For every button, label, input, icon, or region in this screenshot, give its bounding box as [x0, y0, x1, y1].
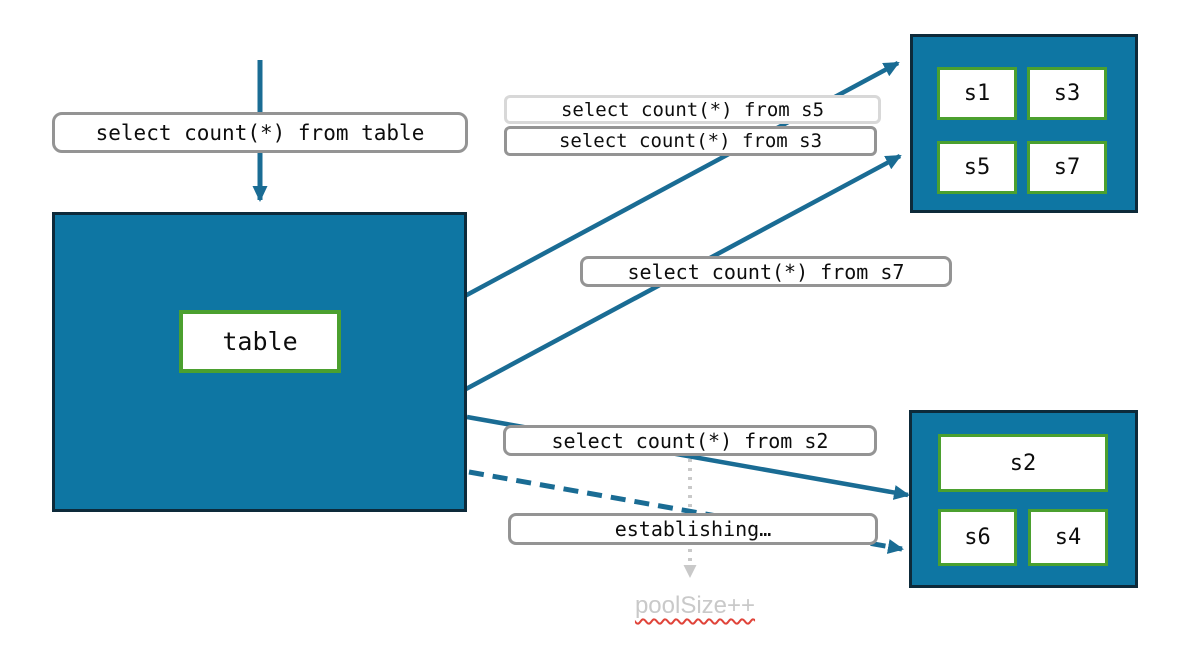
query-label-s3-text: select count(*) from s3: [558, 130, 823, 152]
query-label-s3: select count(*) from s3: [504, 126, 877, 156]
shard-s3-label: s3: [1053, 81, 1081, 106]
shard-s3: s3: [1027, 67, 1107, 120]
query-label-s2-text: select count(*) from s2: [551, 428, 829, 453]
shard-s6: s6: [938, 509, 1017, 566]
shard-s4: s4: [1028, 509, 1108, 566]
poolsize-annotation: poolSize++: [600, 592, 790, 620]
query-label-table: select count(*) from table: [52, 112, 468, 153]
shard-group-bottom: s2 s6 s4: [909, 410, 1138, 588]
shard-group-top: s1 s3 s5 s7: [910, 34, 1138, 213]
table-node-label: table: [222, 327, 298, 356]
shard-s6-label: s6: [964, 525, 991, 550]
shard-s5-label: s5: [963, 155, 991, 180]
shard-s7-label: s7: [1053, 155, 1081, 180]
shard-s1: s1: [937, 67, 1017, 120]
establishing-label: establishing…: [508, 513, 878, 545]
shard-s4-label: s4: [1054, 525, 1082, 550]
poolsize-text: poolSize++: [634, 592, 756, 619]
query-label-s5-text: select count(*) from s5: [560, 98, 825, 121]
query-label-s7: select count(*) from s7: [580, 256, 952, 287]
query-label-table-text: select count(*) from table: [95, 120, 425, 145]
shard-s5: s5: [937, 141, 1017, 194]
query-label-s5: select count(*) from s5: [504, 95, 881, 124]
table-node-label-box: table: [179, 310, 341, 373]
shard-s2: s2: [938, 434, 1108, 492]
shard-s2-label: s2: [1009, 450, 1037, 476]
establishing-label-text: establishing…: [614, 517, 772, 541]
shard-s7: s7: [1027, 141, 1107, 194]
query-label-s2: select count(*) from s2: [503, 425, 877, 456]
query-label-s7-text: select count(*) from s7: [627, 259, 905, 284]
shard-s1-label: s1: [963, 81, 991, 106]
